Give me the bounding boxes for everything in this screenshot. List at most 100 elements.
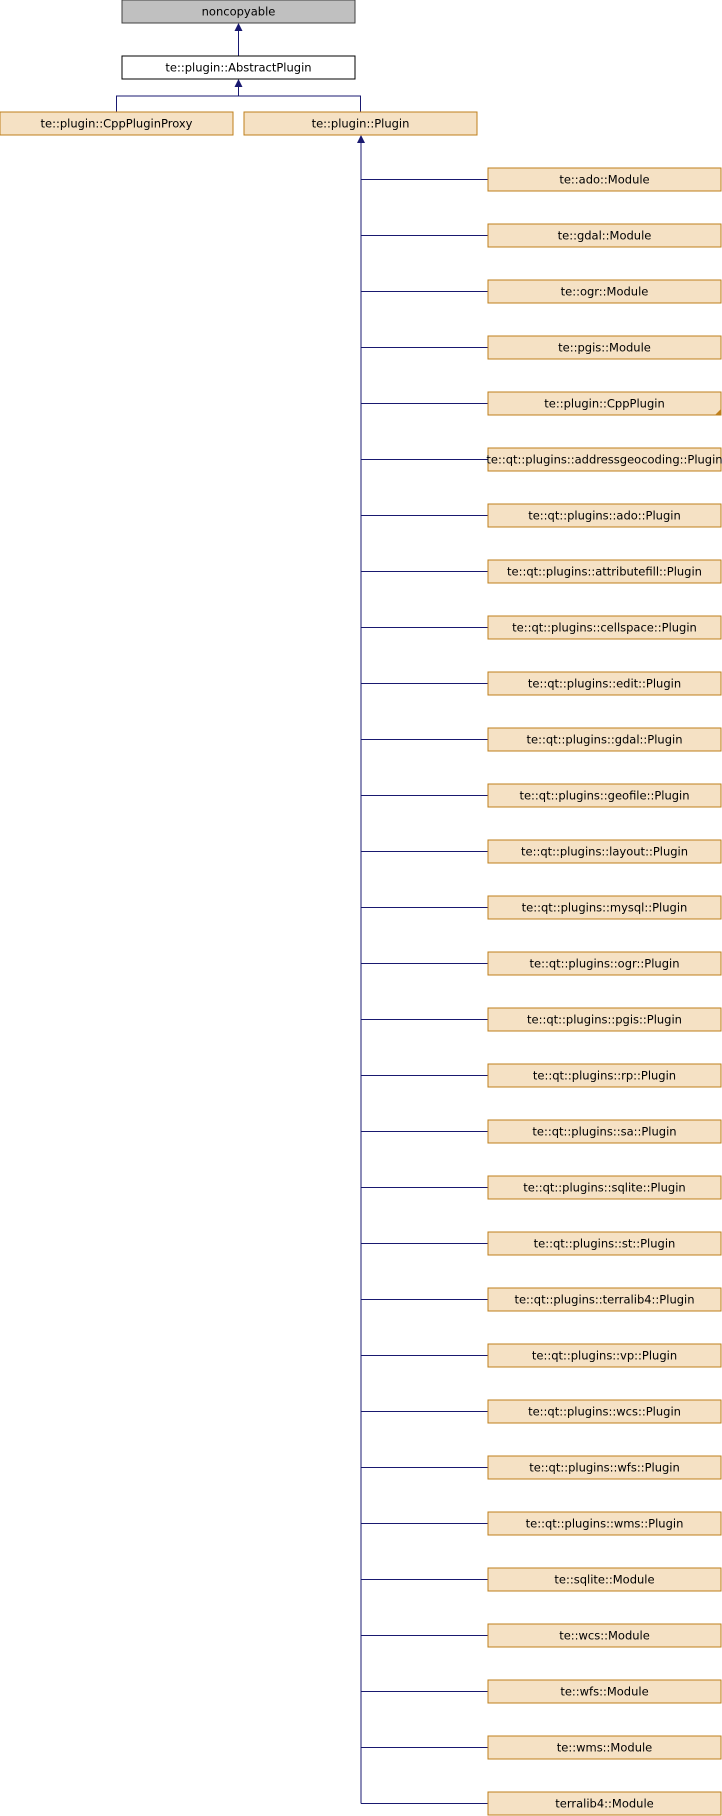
node-derived-class-box <box>487 615 722 640</box>
derived-class-list: te::ado::Modulete::gdal::Modulete::ogr::… <box>486 167 722 1816</box>
node-derived-class-label: te::ado::Module <box>559 173 649 187</box>
truncated-marker-icon <box>715 409 721 415</box>
node-derived-class-box <box>487 1567 722 1592</box>
node-derived-class[interactable]: te::qt::plugins::ogr::Plugin <box>487 951 722 976</box>
node-derived-class-label: te::qt::plugins::addressgeocoding::Plugi… <box>486 453 722 467</box>
node-derived-class[interactable]: te::sqlite::Module <box>487 1567 722 1592</box>
node-derived-class-box <box>487 391 722 416</box>
node-derived-class[interactable]: te::qt::plugins::geofile::Plugin <box>487 783 722 808</box>
node-derived-class-box <box>487 1623 722 1648</box>
node-derived-class-label: te::qt::plugins::pgis::Plugin <box>527 1013 682 1027</box>
node-derived-class-label: te::wcs::Module <box>559 1629 650 1643</box>
node-derived-class[interactable]: te::qt::plugins::terralib4::Plugin <box>487 1287 722 1312</box>
node-derived-class-box <box>487 1511 722 1536</box>
node-derived-class-box <box>487 335 722 360</box>
node-derived-class-box <box>487 1119 722 1144</box>
node-derived-class-label: te::wfs::Module <box>560 1685 648 1699</box>
node-derived-class-box <box>487 1455 722 1480</box>
node-derived-class-label: te::qt::plugins::cellspace::Plugin <box>512 621 697 635</box>
node-derived-class-label: terralib4::Module <box>555 1797 653 1811</box>
node-noncopyable-label: noncopyable <box>202 5 276 19</box>
node-derived-class-box <box>487 447 722 472</box>
node-derived-class[interactable]: te::qt::plugins::wms::Plugin <box>487 1511 722 1536</box>
node-derived-class[interactable]: te::ado::Module <box>487 167 722 192</box>
node-derived-class[interactable]: te::qt::plugins::sqlite::Plugin <box>487 1175 722 1200</box>
node-derived-class[interactable]: te::qt::plugins::ado::Plugin <box>487 503 722 528</box>
node-derived-class-label: te::qt::plugins::rp::Plugin <box>533 1069 676 1083</box>
node-derived-class[interactable]: te::qt::plugins::wcs::Plugin <box>487 1399 722 1424</box>
node-cpp-plugin-proxy[interactable]: te::plugin::CppPluginProxy <box>0 111 234 136</box>
node-derived-class-box <box>487 951 722 976</box>
node-plugin[interactable]: te::plugin::Plugin <box>243 111 478 136</box>
node-derived-class-label: te::qt::plugins::layout::Plugin <box>521 845 688 859</box>
node-derived-class-label: te::wms::Module <box>557 1741 653 1755</box>
node-derived-class-label: te::qt::plugins::wcs::Plugin <box>528 1405 681 1419</box>
node-derived-class-label: te::qt::plugins::terralib4::Plugin <box>514 1293 694 1307</box>
node-derived-class-label: te::qt::plugins::mysql::Plugin <box>522 901 688 915</box>
inheritance-edges <box>116 23 488 1804</box>
node-derived-class-label: te::qt::plugins::ogr::Plugin <box>529 957 679 971</box>
node-derived-class-label: te::qt::plugins::edit::Plugin <box>528 677 681 691</box>
node-derived-class[interactable]: te::qt::plugins::layout::Plugin <box>487 839 722 864</box>
node-derived-class-label: te::qt::plugins::attributefill::Plugin <box>507 565 702 579</box>
node-plugin-label: te::plugin::Plugin <box>312 117 410 131</box>
node-derived-class[interactable]: te::gdal::Module <box>487 223 722 248</box>
node-cpp-plugin-proxy-label: te::plugin::CppPluginProxy <box>41 117 193 131</box>
node-derived-class-box <box>487 279 722 304</box>
node-derived-class-box <box>487 1343 722 1368</box>
node-derived-class[interactable]: te::qt::plugins::attributefill::Plugin <box>487 559 722 584</box>
node-derived-class-label: te::qt::plugins::wms::Plugin <box>526 1517 684 1531</box>
node-derived-class-label: te::qt::plugins::sa::Plugin <box>532 1125 676 1139</box>
node-derived-class-box <box>487 727 722 752</box>
node-derived-class[interactable]: te::pgis::Module <box>487 335 722 360</box>
node-derived-class[interactable]: te::wcs::Module <box>487 1623 722 1648</box>
node-derived-class[interactable]: te::qt::plugins::gdal::Plugin <box>487 727 722 752</box>
node-derived-class-box <box>487 1231 722 1256</box>
node-noncopyable[interactable]: noncopyable <box>121 0 356 24</box>
node-derived-class-label: te::qt::plugins::ado::Plugin <box>528 509 681 523</box>
node-derived-class[interactable]: terralib4::Module <box>487 1791 722 1816</box>
node-derived-class-label: te::qt::plugins::gdal::Plugin <box>527 733 683 747</box>
edge-children-bus <box>116 95 361 112</box>
node-derived-class-label: te::qt::plugins::sqlite::Plugin <box>523 1181 685 1195</box>
node-derived-class-box <box>487 783 722 808</box>
node-derived-class[interactable]: te::qt::plugins::mysql::Plugin <box>487 895 722 920</box>
node-derived-class[interactable]: te::qt::plugins::cellspace::Plugin <box>487 615 722 640</box>
node-derived-class[interactable]: te::qt::plugins::edit::Plugin <box>487 671 722 696</box>
node-derived-class[interactable]: te::qt::plugins::rp::Plugin <box>487 1063 722 1088</box>
node-derived-class-label: te::ogr::Module <box>561 285 649 299</box>
node-derived-class-label: te::sqlite::Module <box>554 1573 654 1587</box>
node-derived-class[interactable]: te::qt::plugins::sa::Plugin <box>487 1119 722 1144</box>
node-derived-class-label: te::qt::plugins::wfs::Plugin <box>529 1461 680 1475</box>
node-derived-class-box <box>487 503 722 528</box>
node-derived-class-box <box>487 1679 722 1704</box>
node-abstract-plugin[interactable]: te::plugin::AbstractPlugin <box>121 55 356 80</box>
node-derived-class-box <box>487 839 722 864</box>
node-derived-class-box <box>487 1399 722 1424</box>
node-derived-class[interactable]: te::ogr::Module <box>487 279 722 304</box>
node-derived-class-box <box>487 1791 722 1816</box>
node-derived-class[interactable]: te::qt::plugins::vp::Plugin <box>487 1343 722 1368</box>
node-derived-class-box <box>487 167 722 192</box>
node-derived-class-box <box>487 1175 722 1200</box>
node-derived-class-box <box>487 671 722 696</box>
node-derived-class[interactable]: te::qt::plugins::pgis::Plugin <box>487 1007 722 1032</box>
node-derived-class-box <box>487 559 722 584</box>
node-derived-class-label: te::gdal::Module <box>558 229 652 243</box>
node-derived-class-box <box>487 223 722 248</box>
node-derived-class-box <box>487 1287 722 1312</box>
node-derived-class[interactable]: te::plugin::CppPlugin <box>487 391 722 416</box>
node-derived-class-box <box>487 1063 722 1088</box>
node-derived-class-label: te::pgis::Module <box>558 341 651 355</box>
node-derived-class-label: te::plugin::CppPlugin <box>544 397 664 411</box>
node-derived-class-label: te::qt::plugins::vp::Plugin <box>532 1349 677 1363</box>
node-derived-class-box <box>487 1735 722 1760</box>
node-derived-class-label: te::qt::plugins::st::Plugin <box>534 1237 676 1251</box>
node-derived-class-box <box>487 895 722 920</box>
node-derived-class[interactable]: te::wfs::Module <box>487 1679 722 1704</box>
node-derived-class[interactable]: te::qt::plugins::wfs::Plugin <box>487 1455 722 1480</box>
node-derived-class[interactable]: te::qt::plugins::addressgeocoding::Plugi… <box>486 447 722 472</box>
node-derived-class[interactable]: te::wms::Module <box>487 1735 722 1760</box>
node-derived-class[interactable]: te::qt::plugins::st::Plugin <box>487 1231 722 1256</box>
